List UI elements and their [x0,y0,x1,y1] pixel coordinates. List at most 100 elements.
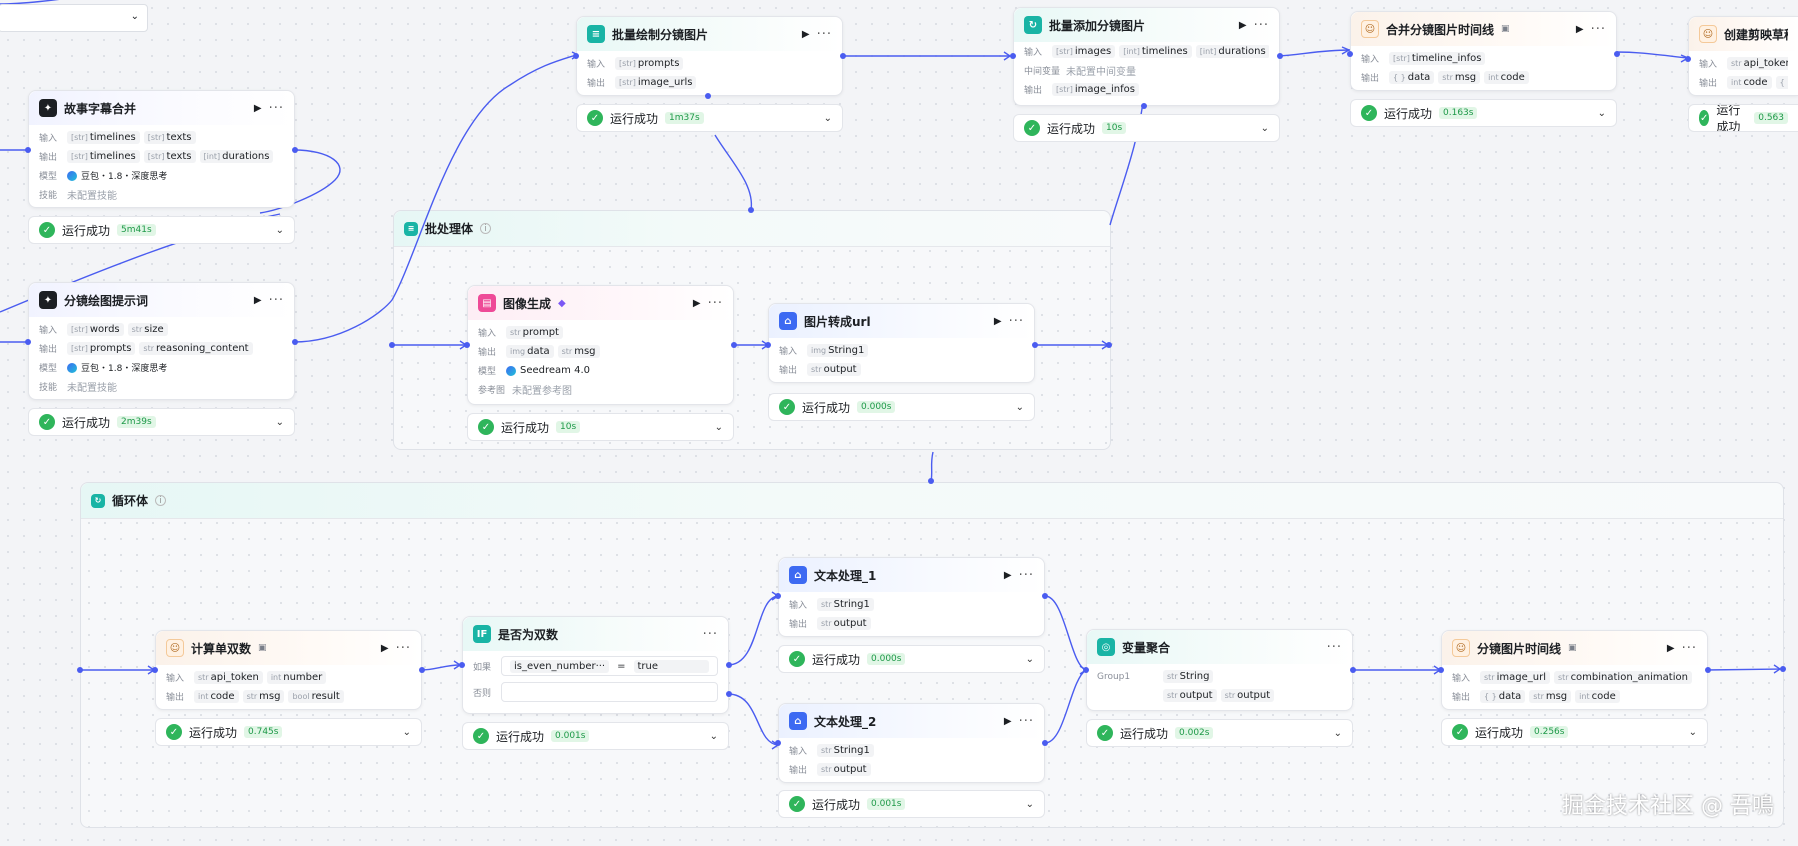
status-bar[interactable]: ✓ 运行成功 1m37s ⌄ [576,104,843,132]
loop-input-port[interactable] [77,667,83,673]
status-bar[interactable]: ✓ 运行成功 0.000s ⌄ [768,393,1035,421]
status-bar[interactable]: ✓ 运行成功 0.256s ⌄ [1441,718,1708,746]
more-icon[interactable]: ··· [1008,313,1024,329]
output-port[interactable] [1614,51,1620,57]
chevron-down-icon[interactable]: ⌄ [402,726,411,738]
more-icon[interactable]: ··· [702,626,718,642]
input-port[interactable] [459,662,465,668]
input-port[interactable] [1083,667,1089,673]
input-port[interactable] [765,342,771,348]
batch-port[interactable] [705,93,711,99]
loop-port[interactable] [928,478,934,484]
chevron-down-icon[interactable]: ⌄ [1333,727,1342,739]
input-port[interactable] [775,593,781,599]
more-icon[interactable]: ··· [268,100,284,116]
batch-input-port[interactable] [389,342,395,348]
if-true-port[interactable] [726,662,732,668]
chevron-down-icon[interactable]: ⌄ [709,730,718,742]
chevron-down-icon[interactable]: ⌄ [714,421,723,433]
info-icon[interactable]: i [480,223,492,234]
info-icon[interactable]: i [155,495,167,506]
if-else-port[interactable] [726,691,732,697]
run-icon[interactable]: ▶ [253,102,262,114]
top-left-select[interactable]: ⌄ [0,4,148,32]
more-icon[interactable]: ··· [707,295,723,311]
chevron-down-icon[interactable]: ⌄ [1025,653,1034,665]
run-icon[interactable]: ▶ [380,642,389,654]
loop-output-port[interactable] [1780,666,1786,672]
output-port[interactable] [1277,53,1283,59]
status-bar[interactable]: ✓ 运行成功 0.001s ⌄ [778,790,1045,818]
status-bar[interactable]: ✓ 运行成功 0.163s ⌄ [1350,99,1617,127]
status-bar[interactable]: ✓ 运行成功 2m39s ⌄ [28,408,295,436]
node-merge-timeline[interactable]: ☺ 合并分镜图片时间线 ▣ ▶ ··· 输入 [str]timeline_inf… [1350,11,1617,91]
run-icon[interactable]: ▶ [1575,23,1584,35]
input-port[interactable] [25,339,31,345]
output-port[interactable] [1705,667,1711,673]
node-batch-add[interactable]: ↻ 批量添加分镜图片 ▶ ··· 输入 [str]images [int]tim… [1013,7,1280,106]
input-port[interactable] [775,740,781,746]
input-port[interactable] [1685,56,1691,62]
run-icon[interactable]: ▶ [1238,19,1247,31]
input-port[interactable] [1010,53,1016,59]
loop-port[interactable] [1141,103,1147,109]
batch-output-port[interactable] [1106,342,1112,348]
status-bar[interactable]: ✓ 运行成功 0.745s ⌄ [155,718,422,746]
run-icon[interactable]: ▶ [1003,715,1012,727]
more-icon[interactable]: ··· [1326,639,1342,655]
chevron-down-icon[interactable]: ⌄ [275,224,284,236]
status-bar[interactable]: ✓ 运行成功 0.563 [1688,104,1798,132]
output-port[interactable] [1042,740,1048,746]
input-port[interactable] [1438,667,1444,673]
output-port[interactable] [1042,593,1048,599]
status-bar[interactable]: ✓ 运行成功 0.001s ⌄ [462,722,729,750]
chevron-down-icon[interactable]: ⌄ [1260,122,1269,134]
output-port[interactable] [292,147,298,153]
more-icon[interactable]: ··· [395,640,411,656]
else-box[interactable] [501,682,718,702]
status-bar[interactable]: ✓ 运行成功 0.002s ⌄ [1086,719,1353,747]
run-icon[interactable]: ▶ [1003,569,1012,581]
input-port[interactable] [573,53,579,59]
chevron-down-icon[interactable]: ⌄ [1015,401,1024,413]
status-bar[interactable]: ✓ 运行成功 5m41s ⌄ [28,216,295,244]
chevron-down-icon[interactable]: ⌄ [275,416,284,428]
run-icon[interactable]: ▶ [253,294,262,306]
batch-port[interactable] [748,207,754,213]
input-port[interactable] [464,342,470,348]
more-icon[interactable]: ··· [1253,17,1269,33]
output-port[interactable] [292,339,298,345]
more-icon[interactable]: ··· [1590,21,1606,37]
input-port[interactable] [25,147,31,153]
condition-box[interactable]: is_even_number··· = true [501,656,718,676]
more-icon[interactable]: ··· [268,292,284,308]
more-icon[interactable]: ··· [1018,713,1034,729]
output-port[interactable] [840,53,846,59]
output-port[interactable] [1032,342,1038,348]
run-icon[interactable]: ▶ [801,28,810,40]
node-story-merge[interactable]: ✦ 故事字幕合并 ▶ ··· 输入 [str]timelines [str]te… [28,90,295,208]
run-icon[interactable]: ▶ [993,315,1002,327]
node-is-even[interactable]: IF 是否为双数 ··· 如果 is_even_number··· = true… [462,616,729,714]
chevron-down-icon[interactable]: ⌄ [823,112,832,124]
run-icon[interactable]: ▶ [692,297,701,309]
input-port[interactable] [152,667,158,673]
output-port[interactable] [731,342,737,348]
status-bar[interactable]: ✓ 运行成功 0.000s ⌄ [778,645,1045,673]
more-icon[interactable]: ··· [1018,567,1034,583]
chevron-down-icon[interactable]: ⌄ [1597,107,1606,119]
run-icon[interactable]: ▶ [1666,642,1675,654]
chevron-down-icon[interactable]: ⌄ [1025,798,1034,810]
more-icon[interactable]: ··· [1681,640,1697,656]
more-icon[interactable]: ··· [816,26,832,42]
input-port[interactable] [1347,51,1353,57]
node-batch-draw[interactable]: ≡ 批量绘制分镜图片 ▶ ··· 输入 [str]prompts 输出 [str… [576,16,843,96]
